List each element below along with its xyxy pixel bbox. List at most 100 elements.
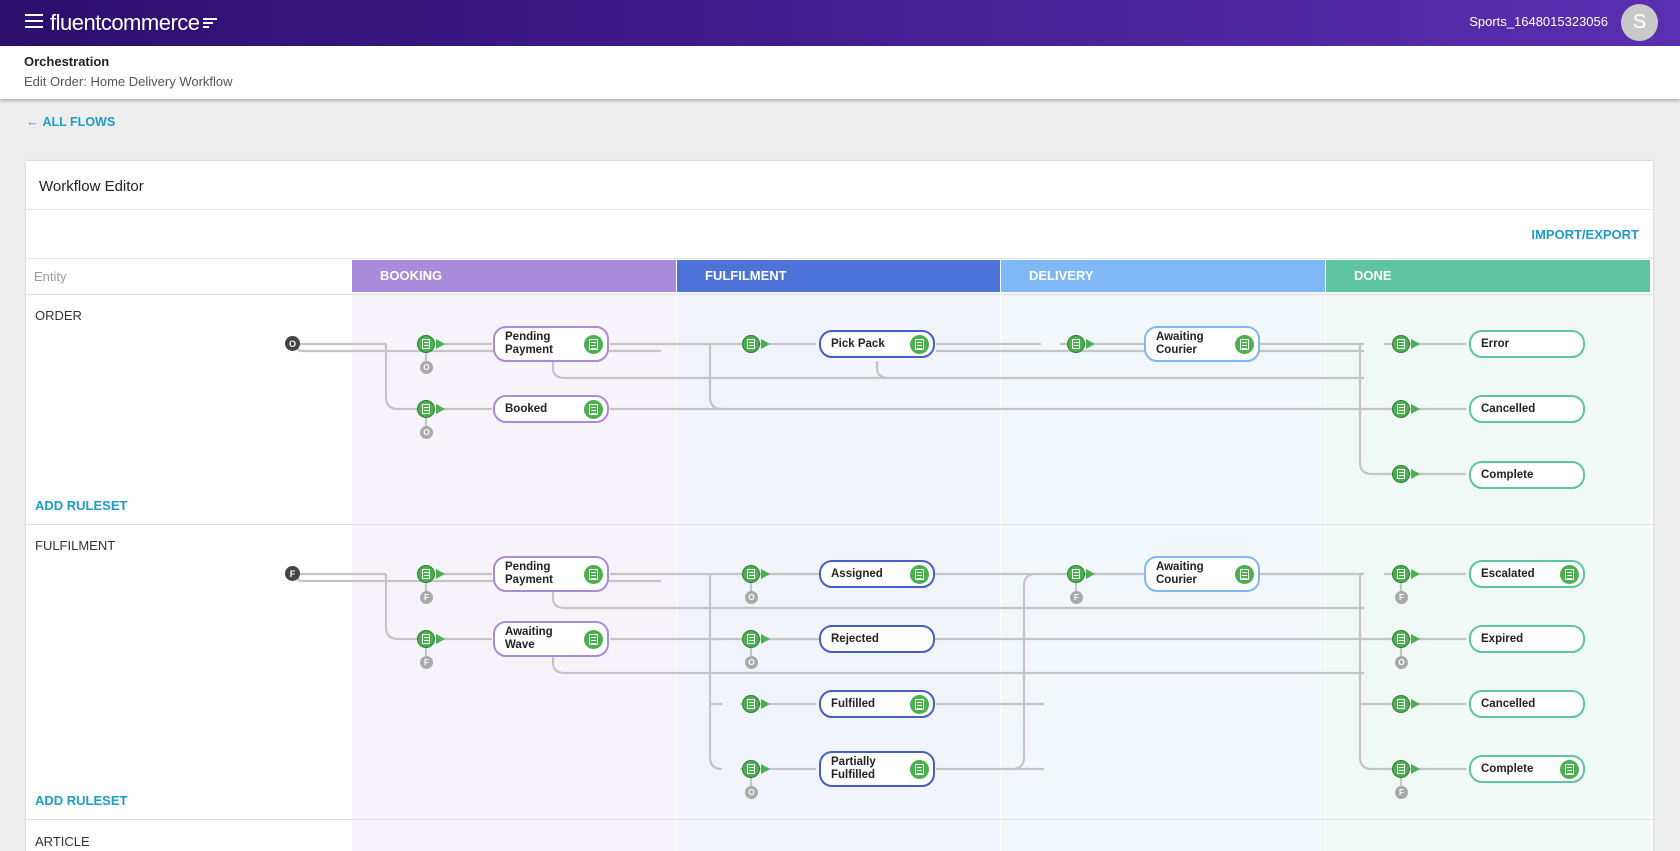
- status-label: Error: [1481, 337, 1510, 350]
- ruleset-doc-icon: [1397, 634, 1405, 644]
- ruleset-doc-icon: [747, 764, 755, 774]
- status-doc-icon: [584, 400, 603, 419]
- entity-column-header: Entity: [34, 269, 67, 284]
- ruleset-doc-icon: [1397, 469, 1405, 479]
- ruleset-node[interactable]: [1067, 565, 1085, 583]
- arrow-right-icon: [1411, 764, 1420, 774]
- status-doc-icon: [584, 335, 603, 354]
- ruleset-node[interactable]: [1392, 630, 1410, 648]
- ruleset-node[interactable]: [1067, 335, 1085, 353]
- status-label: Escalated: [1481, 567, 1535, 580]
- ruleset-doc-icon: [422, 569, 430, 579]
- arrow-left-icon: ←: [26, 115, 39, 129]
- header-divider: [26, 294, 1653, 295]
- arrow-right-icon: [761, 339, 770, 349]
- brand-logo[interactable]: fluentcommerce: [50, 10, 217, 36]
- ruleset-node[interactable]: [417, 565, 435, 583]
- ruleset-node[interactable]: [417, 335, 435, 353]
- fulfilment-mini-marker: F: [1070, 591, 1083, 604]
- fulfilment-mini-marker: F: [1395, 591, 1408, 604]
- username[interactable]: Sports_1648015323056: [1469, 14, 1608, 29]
- status-fulfilment-assigned[interactable]: Assigned: [819, 560, 935, 588]
- row-divider: [26, 819, 1653, 820]
- status-order-booked[interactable]: Booked: [493, 395, 609, 423]
- status-doc-icon: [910, 335, 929, 354]
- status-order-cancelled[interactable]: Cancelled: [1469, 395, 1585, 423]
- ruleset-node[interactable]: [417, 400, 435, 418]
- ruleset-node[interactable]: [742, 760, 760, 778]
- avatar[interactable]: S: [1621, 4, 1658, 41]
- all-flows-link[interactable]: ← ALL FLOWS: [26, 115, 115, 129]
- ruleset-node[interactable]: [742, 695, 760, 713]
- status-label: Expired: [1481, 632, 1524, 645]
- status-label: Booked: [505, 402, 548, 415]
- ruleset-node[interactable]: [417, 630, 435, 648]
- status-label: Assigned: [831, 567, 883, 580]
- hamburger-menu-icon[interactable]: [25, 14, 43, 28]
- status-fulfilment-partially-fulfilled[interactable]: Partially Fulfilled: [819, 751, 935, 787]
- row-divider: [26, 524, 1653, 525]
- import-export-button[interactable]: IMPORT/EXPORT: [1531, 227, 1639, 242]
- status-doc-icon: [1235, 565, 1254, 584]
- status-label: Cancelled: [1481, 697, 1536, 710]
- status-fulfilment-awaiting-wave[interactable]: Awaiting Wave: [493, 621, 609, 657]
- ruleset-node[interactable]: [1392, 565, 1410, 583]
- ruleset-node[interactable]: [742, 630, 760, 648]
- status-fulfilment-awaiting-courier[interactable]: Awaiting Courier: [1144, 556, 1260, 592]
- top-bar: fluentcommerce Sports_1648015323056 S: [0, 0, 1680, 46]
- status-doc-icon: [910, 695, 929, 714]
- order-mini-marker: O: [420, 426, 433, 439]
- divider: [26, 209, 1653, 210]
- arrow-right-icon: [761, 699, 770, 709]
- order-start-marker: O: [285, 336, 300, 351]
- ruleset-doc-icon: [1397, 339, 1405, 349]
- status-order-pick-pack[interactable]: Pick Pack: [819, 330, 935, 358]
- status-label: Pending Payment: [505, 561, 553, 586]
- status-order-pending-payment[interactable]: Pending Payment: [493, 326, 609, 362]
- status-doc-icon: [584, 565, 603, 584]
- ruleset-doc-icon: [1072, 569, 1080, 579]
- ruleset-node[interactable]: [1392, 335, 1410, 353]
- entity-label-article: ARTICLE: [35, 834, 90, 849]
- status-label: Rejected: [831, 632, 879, 645]
- order-mini-marker: O: [745, 591, 758, 604]
- order-mini-marker: O: [745, 656, 758, 669]
- status-doc-icon: [1235, 335, 1254, 354]
- ruleset-node[interactable]: [1392, 695, 1410, 713]
- arrow-right-icon: [761, 764, 770, 774]
- status-fulfilment-escalated[interactable]: Escalated: [1469, 560, 1585, 588]
- status-order-error[interactable]: Error: [1469, 330, 1585, 358]
- ruleset-node[interactable]: [742, 335, 760, 353]
- ruleset-doc-icon: [422, 404, 430, 414]
- order-mini-marker: O: [420, 361, 433, 374]
- brand-mark-icon: [202, 17, 217, 29]
- fulfilment-start-marker: F: [285, 566, 300, 581]
- ruleset-node[interactable]: [1392, 400, 1410, 418]
- add-ruleset-button-fulfilment[interactable]: ADD RULESET: [35, 793, 128, 808]
- fulfilment-mini-marker: F: [420, 591, 433, 604]
- status-fulfilment-complete[interactable]: Complete: [1469, 755, 1585, 783]
- arrow-right-icon: [1411, 634, 1420, 644]
- status-fulfilment-cancelled[interactable]: Cancelled: [1469, 690, 1585, 718]
- brand-name: fluentcommerce: [50, 10, 200, 35]
- status-order-complete[interactable]: Complete: [1469, 461, 1585, 489]
- status-fulfilment-fulfilled[interactable]: Fulfilled: [819, 690, 935, 718]
- ruleset-node[interactable]: [1392, 465, 1410, 483]
- status-label: Partially Fulfilled: [831, 756, 876, 781]
- status-label: Awaiting Wave: [505, 626, 553, 651]
- add-ruleset-button-order[interactable]: ADD RULESET: [35, 498, 128, 513]
- entity-label-order: ORDER: [35, 308, 82, 323]
- status-doc-icon: [584, 630, 603, 649]
- status-fulfilment-rejected[interactable]: Rejected: [819, 625, 935, 653]
- status-fulfilment-expired[interactable]: Expired: [1469, 625, 1585, 653]
- status-fulfilment-pending-payment[interactable]: Pending Payment: [493, 556, 609, 592]
- ruleset-doc-icon: [1397, 699, 1405, 709]
- ruleset-doc-icon: [1397, 764, 1405, 774]
- ruleset-node[interactable]: [1392, 760, 1410, 778]
- order-mini-marker: O: [745, 786, 758, 799]
- ruleset-doc-icon: [1397, 569, 1405, 579]
- status-doc-icon: [1560, 760, 1579, 779]
- ruleset-node[interactable]: [742, 565, 760, 583]
- status-order-awaiting-courier[interactable]: Awaiting Courier: [1144, 326, 1260, 362]
- ruleset-doc-icon: [747, 634, 755, 644]
